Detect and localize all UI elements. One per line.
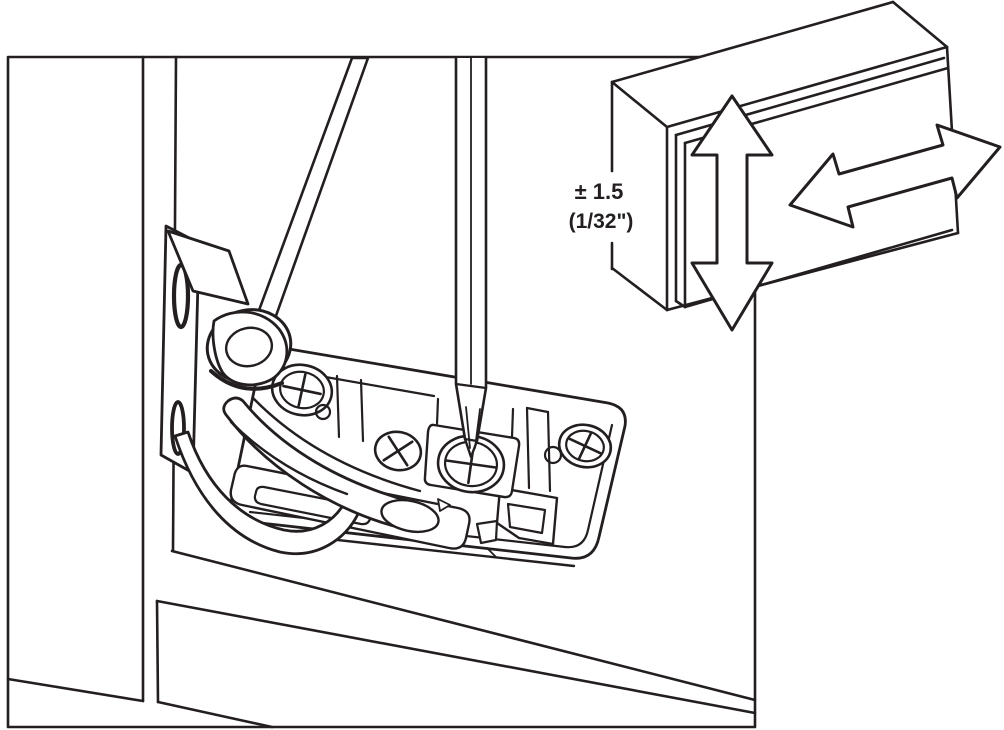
hinge-cup-flange [159, 224, 250, 475]
plate-hole-left [314, 403, 332, 421]
door-adjustment-inset: ± 1.5 (1/32") [569, 0, 1002, 332]
plate-screw-top-left [270, 363, 334, 417]
plate-latch [475, 486, 559, 558]
hinge-lever-rod [249, 56, 370, 343]
cabinet-door-panel [6, 55, 178, 703]
plate-screw-right [557, 423, 613, 469]
dimension-value-imperial: (1/32") [569, 210, 634, 233]
door-box-left-face [612, 82, 667, 310]
dimension-label: ± 1.5 (1/32") [569, 179, 634, 233]
plate-hole-right [543, 445, 563, 465]
screwdriver-tip [463, 437, 479, 459]
hinge-bracket [166, 229, 250, 306]
door-box-top-face [612, 2, 947, 127]
frame-border [6, 55, 757, 729]
dimension-value: ± 1.5 [575, 179, 624, 204]
screwdriver [454, 56, 488, 459]
hinge-knuckle [205, 308, 293, 391]
plate-screw-middle [373, 430, 423, 472]
flange-screw-slot-bottom [170, 400, 186, 456]
cabinet-bottom-panel [155, 549, 757, 729]
hinge-arm-tip [380, 498, 440, 534]
horizontal-double-arrow-icon [788, 123, 1002, 229]
vertical-double-arrow-icon [690, 94, 774, 332]
hinge-arm [222, 396, 440, 534]
